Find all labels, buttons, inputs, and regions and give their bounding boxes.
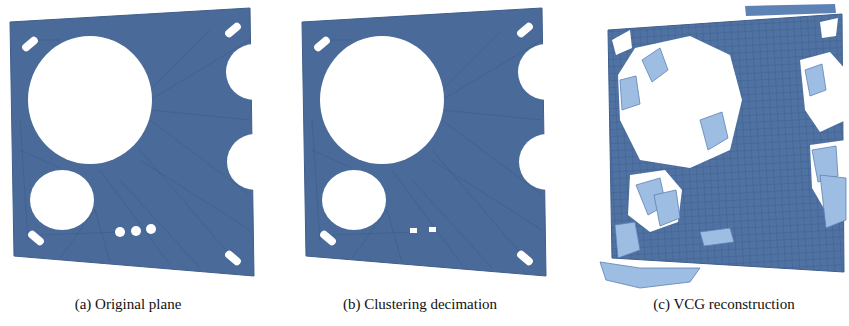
decimated-plane — [302, 8, 575, 276]
figure-caption: (b) Clustering decimation — [343, 296, 497, 313]
reconstructed-plane — [600, 4, 846, 288]
figure-caption: (a) Original plane — [75, 296, 182, 313]
figure-caption: (c) VCG reconstruction — [653, 296, 794, 313]
original-plane — [10, 8, 283, 276]
